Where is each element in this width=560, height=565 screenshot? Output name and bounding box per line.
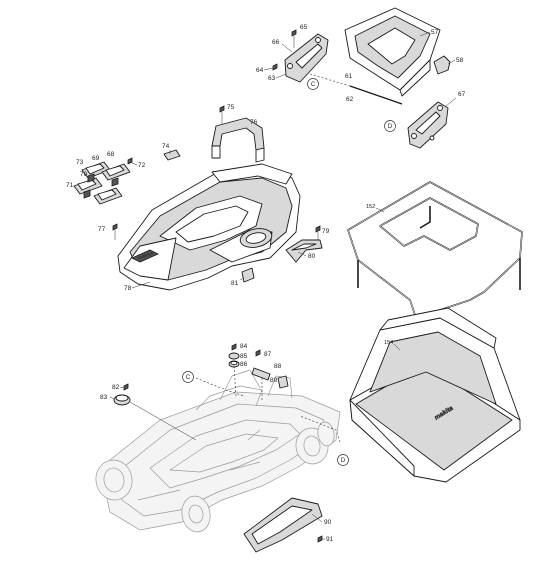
screw-87 [255,349,261,357]
label-82: 82 [112,384,120,391]
label-154: 154 [384,340,393,346]
label-67: 67 [458,91,466,98]
callout-c-top: C [307,78,319,90]
label-66: 66 [272,39,280,46]
label-75: 75 [227,104,235,111]
washer-85 [228,352,240,360]
label-86: 86 [240,361,248,368]
side-cover-80 [285,239,323,263]
label-74: 74 [162,143,170,150]
svg-text:D: D [341,458,346,464]
label-91: 91 [326,536,334,543]
label-63: 63 [268,75,276,82]
handle-76 [211,117,265,163]
label-78: 78 [124,285,132,292]
screw-72 [127,157,133,165]
label-72: 72 [138,162,146,169]
clip-81 [241,267,255,283]
c-dashed-leader [195,377,245,397]
label-88: 88 [274,363,282,370]
label-90: 90 [324,519,332,526]
cap-83 [113,394,197,441]
spring-89 [277,375,289,389]
pin-88 [251,367,271,381]
screw-79 [315,225,321,240]
right-bracket-67 [407,101,449,149]
catcher-frame-152 [347,181,523,330]
label-62: 62 [346,96,354,103]
svg-text:makita: makita [137,250,155,262]
label-84: 84 [240,343,248,350]
label-77: 77 [98,226,106,233]
svg-text:C: C [311,82,316,88]
label-76: 76 [250,119,258,126]
label-152: 152 [366,204,375,210]
label-plate-74 [163,149,181,161]
top-cover-78: makita [117,163,301,291]
bushing-dashed-leader [233,365,237,397]
label-71: 71 [66,182,74,189]
label-81: 81 [231,280,239,287]
label-89: 89 [270,377,278,384]
label-69: 69 [92,155,100,162]
switch-set-left [73,161,131,205]
screw-77 [112,223,118,240]
left-bracket-63 [284,33,329,83]
part-labels: 57 58 61 62 63 64 65 66 67 68 69 70 71 7… [66,24,466,543]
label-64: 64 [256,67,264,74]
label-65: 65 [300,24,308,31]
label-70: 70 [80,171,88,178]
label-83: 83 [100,394,108,401]
guide-plate-90 [243,497,323,553]
screw-64 [272,63,278,71]
rod-61 [309,73,403,105]
label-57: 57 [431,29,439,36]
catcher-lid-57 [344,7,441,97]
label-61: 61 [345,73,353,80]
svg-text:D: D [388,124,393,130]
label-leaders [109,31,457,540]
hinge-cap-58 [433,55,451,75]
callout-c-bottom: C [182,371,194,383]
bolt-84 [231,343,237,351]
screw-75 [219,105,225,124]
screw-65 [291,29,297,48]
grass-bag-154: makita [349,307,521,483]
label-79: 79 [322,228,330,235]
label-85: 85 [240,353,248,360]
d-dashed-leader [299,415,341,443]
label-73: 73 [76,159,84,166]
screw-82 [123,383,129,391]
label-68: 68 [107,151,115,158]
label-58: 58 [456,57,464,64]
callout-d-bottom: D [337,454,349,466]
label-80: 80 [308,253,316,260]
callout-d-top: D [384,120,396,132]
label-87: 87 [264,351,272,358]
mower-chassis-ghost [95,369,341,533]
screw-91 [317,535,323,543]
svg-text:C: C [186,375,191,381]
